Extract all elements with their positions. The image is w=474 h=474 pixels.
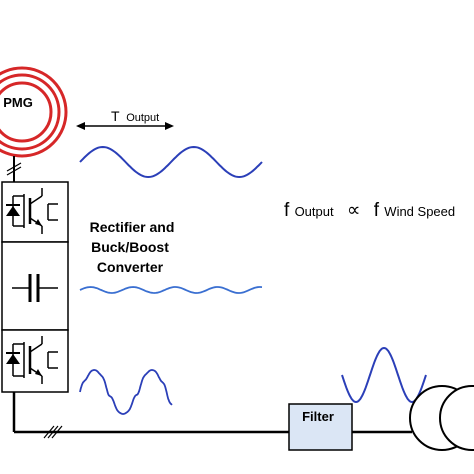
pmg-generator: PMG [0,66,68,158]
filter-block: Filter [288,403,353,451]
inverter-block [1,329,69,393]
generator-output-waveform [79,145,263,179]
output-line [12,392,412,439]
period-subscript: Output [126,112,159,124]
pmg-middle-ring [0,73,61,151]
pmg-to-rectifier-line [6,156,22,182]
converter-label-line3: Converter [97,259,164,275]
inverter-diode-icon [6,343,24,377]
frequency-relation: f Output ∝ f Wind Speed [284,200,455,221]
relation-rhs-subscript: Wind Speed [384,204,455,219]
period-arrow-left-head [76,122,85,130]
rectifier-igbt-icon [23,188,58,234]
relation-operator: ∝ [347,200,361,221]
rectifier-diode-icon [6,195,24,227]
inverter-pwm-waveform [79,369,173,415]
inverter-igbt-icon [23,336,58,384]
converter-label-line2: Buck/Boost [91,239,169,255]
pmg-outer-ring [0,66,68,158]
period-label: T Output [111,108,159,124]
pmg-label: PMG [3,95,33,110]
period-symbol: T [111,108,120,124]
relation-lhs-symbol: f [284,200,290,221]
period-arrow-right-head [165,122,174,130]
filter-label: Filter [302,409,334,424]
pmg-inner-ring [0,81,53,143]
period-annotation: T Output [76,108,174,130]
dc-link-ripple-waveform [79,286,263,294]
rectifier-block [1,181,69,243]
relation-lhs-subscript: Output [295,204,334,219]
grid-output-waveform [341,346,427,404]
capacitor-icon [12,274,58,302]
converter-label-line1: Rectifier and [90,219,175,235]
converter-label: Rectifier and Buck/Boost Converter [90,219,175,275]
relation-rhs-symbol: f [374,200,380,221]
transformer-icon [409,385,474,451]
dc-link-capacitor-block [1,241,69,331]
